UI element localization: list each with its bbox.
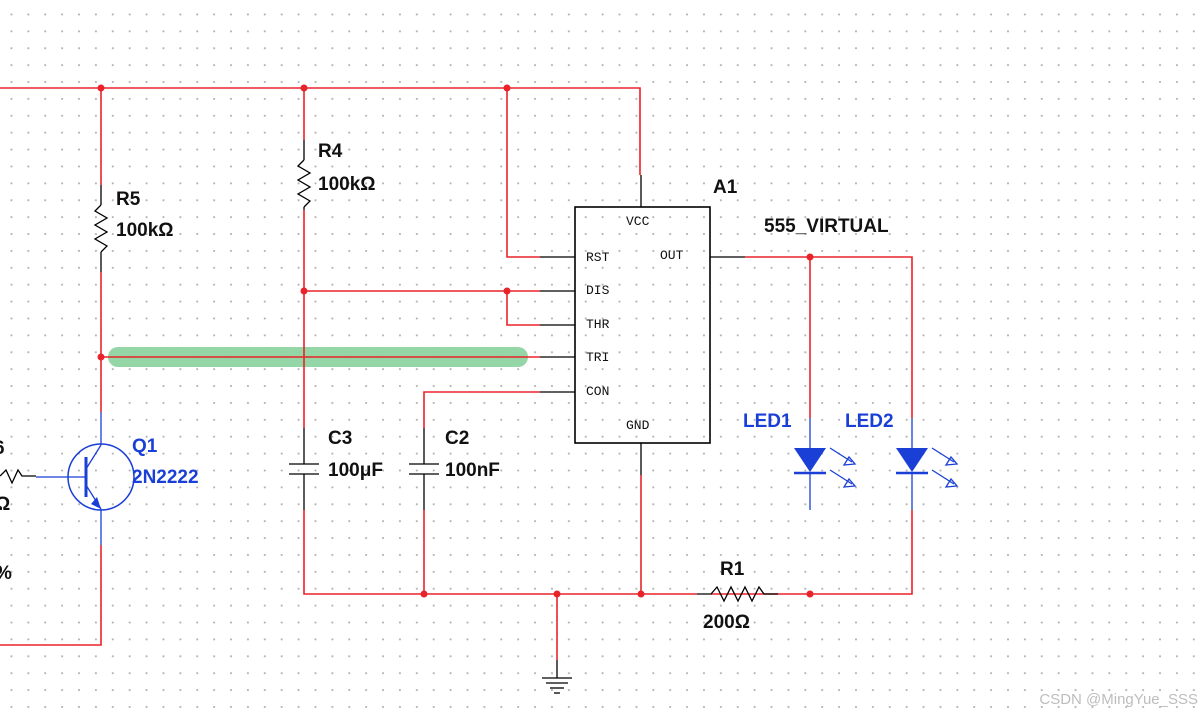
r1-value-label: 200Ω	[703, 612, 750, 633]
pin-vcc-label: VCC	[626, 214, 650, 229]
c3-ref-label: C3	[328, 428, 352, 449]
resistor-r4[interactable]	[296, 140, 312, 210]
watermark: CSDN @MingYue_SSS	[1039, 691, 1198, 708]
r4-ref-label: R4	[318, 141, 343, 162]
r5-ref-label: R5	[116, 189, 141, 210]
left-ref-fragment: 6	[0, 438, 5, 459]
pin-tri-label: TRI	[586, 350, 609, 365]
pin-gnd-label: GND	[626, 418, 650, 433]
timer-model-label: 555_VIRTUAL	[764, 216, 889, 237]
led-led2[interactable]	[896, 418, 959, 510]
capacitor-c2[interactable]	[409, 428, 439, 510]
pin-thr-label: THR	[586, 317, 610, 332]
junctions	[97, 84, 814, 598]
led2-ref-label: LED2	[845, 411, 894, 432]
pin-rst-label: RST	[586, 250, 610, 265]
resistor-r1[interactable]	[697, 585, 778, 603]
pin-con-label: CON	[586, 384, 609, 399]
r1-ref-label: R1	[720, 559, 745, 580]
transistor-q1[interactable]	[0, 412, 135, 545]
r5-value-label: 100kΩ	[116, 220, 174, 241]
left-value-fragment: Ω	[0, 494, 10, 515]
c2-value-label: 100nF	[445, 460, 500, 481]
q1-value-label: 2N2222	[132, 467, 199, 488]
pin-dis-label: DIS	[586, 283, 610, 298]
c2-ref-label: C2	[445, 428, 469, 449]
capacitor-c3[interactable]	[289, 428, 319, 510]
r4-value-label: 100kΩ	[318, 174, 376, 195]
wires	[0, 87, 913, 660]
ground-icon[interactable]	[542, 660, 572, 694]
left-percent-fragment: %	[0, 563, 12, 584]
led1-ref-label: LED1	[743, 411, 792, 432]
resistor-r5[interactable]	[93, 185, 109, 272]
timer-ref-label: A1	[713, 177, 738, 198]
timer-555[interactable]: VCC RST OUT DIS THR TRI CON GND	[540, 175, 745, 475]
c3-value-label: 100μF	[328, 460, 383, 481]
pin-out-label: OUT	[660, 248, 684, 263]
led-led1[interactable]	[794, 418, 857, 510]
q1-ref-label: Q1	[132, 436, 158, 457]
